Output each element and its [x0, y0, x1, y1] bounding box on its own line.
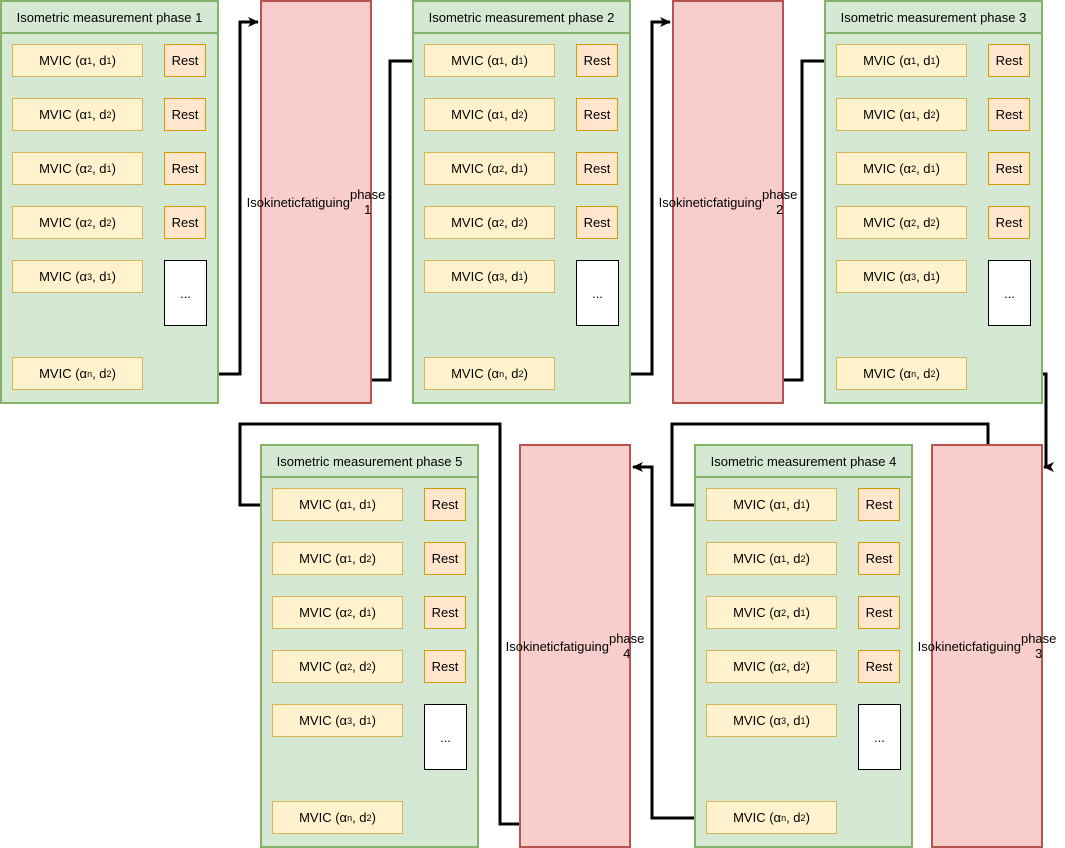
- rest-node: Rest: [424, 542, 466, 575]
- rest-node: Rest: [988, 98, 1030, 131]
- phase4-to-fatigue4: [632, 462, 706, 820]
- rest-node: Rest: [988, 44, 1030, 77]
- rest-node: Rest: [424, 488, 466, 521]
- rest-node: Rest: [858, 650, 900, 683]
- fatigue4-to-phase5: [238, 422, 519, 826]
- rest-node: Rest: [576, 44, 618, 77]
- fatiguing-label-line: fatiguing: [300, 194, 350, 210]
- rest-node: Rest: [164, 152, 206, 185]
- rest-node: Rest: [576, 206, 618, 239]
- fatiguing-label-line: Isokinetic: [658, 194, 713, 210]
- fatiguing-label-line: fatiguing: [559, 638, 609, 654]
- phase-title: Isometric measurement phase 4: [696, 446, 911, 478]
- ellipsis-node: ...: [858, 704, 901, 770]
- fatiguing-label-line: Isokinetic: [246, 194, 301, 210]
- rest-node: Rest: [164, 44, 206, 77]
- fatiguing-label-line: Isokinetic: [505, 638, 560, 654]
- rest-node: Rest: [988, 206, 1030, 239]
- rest-node: Rest: [164, 98, 206, 131]
- fatiguing-label-line: fatiguing: [712, 194, 762, 210]
- rest-node: Rest: [988, 152, 1030, 185]
- ellipsis-node: ...: [164, 260, 207, 326]
- rest-node: Rest: [424, 650, 466, 683]
- fatiguing-label-line: phase 2: [761, 187, 798, 217]
- fatigue1-to-phase2: [372, 56, 423, 382]
- fatiguing-label-line: phase 3: [1020, 631, 1057, 661]
- rest-node: Rest: [424, 596, 466, 629]
- fatiguing-label-line: phase 4: [608, 631, 645, 661]
- rest-node: Rest: [576, 152, 618, 185]
- rest-node: Rest: [858, 488, 900, 521]
- phase-title: Isometric measurement phase 3: [826, 2, 1041, 34]
- phase-title: Isometric measurement phase 5: [262, 446, 477, 478]
- rest-node: Rest: [858, 542, 900, 575]
- rest-node: Rest: [164, 206, 206, 239]
- rest-node: Rest: [858, 596, 900, 629]
- fatiguing-label-line: Isokinetic: [917, 638, 972, 654]
- fatigue3-to-phase4: [670, 422, 990, 510]
- phase-title: Isometric measurement phase 1: [2, 2, 217, 34]
- fatiguing-label-line: phase 1: [349, 187, 386, 217]
- ellipsis-node: ...: [424, 704, 467, 770]
- fatigue2-to-phase3: [784, 56, 835, 382]
- rest-node: Rest: [576, 98, 618, 131]
- ellipsis-node: ...: [576, 260, 619, 326]
- ellipsis-node: ...: [988, 260, 1031, 326]
- phase-title: Isometric measurement phase 2: [414, 2, 629, 34]
- fatiguing-label-line: fatiguing: [971, 638, 1021, 654]
